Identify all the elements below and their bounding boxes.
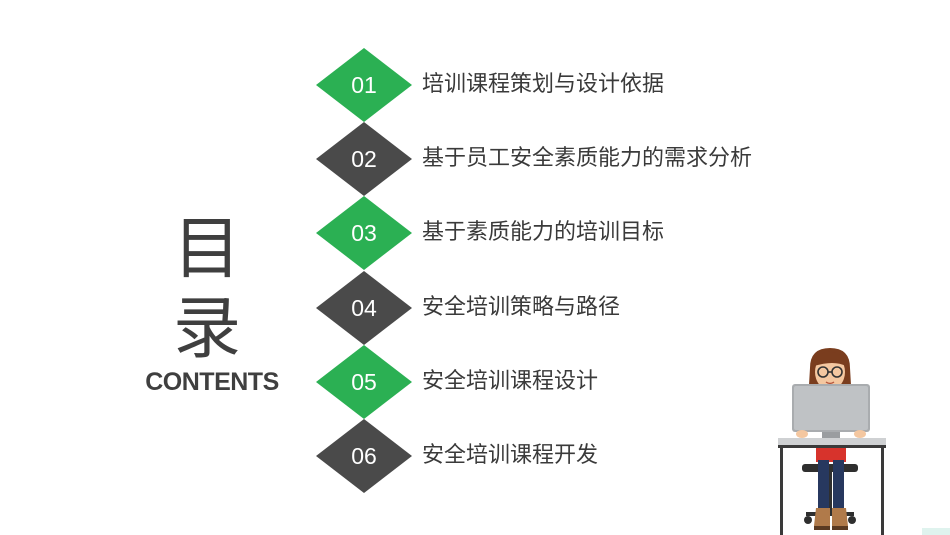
- toc-label: 安全培训课程开发: [422, 443, 599, 468]
- diamond-marker-icon: [316, 345, 412, 419]
- toc-item-05[interactable]: 05 安全培训课程设计: [316, 345, 776, 419]
- toc-number: 05: [351, 369, 377, 395]
- contents-title: 目 录 CONTENTS: [132, 210, 292, 397]
- toc-label: 基于素质能力的培训目标: [422, 220, 665, 245]
- diamond-marker-icon: [316, 196, 412, 270]
- title-chinese: 目 录: [172, 210, 261, 369]
- toc-label: 培训课程策划与设计依据: [422, 72, 665, 97]
- diamond-marker-icon: [316, 419, 412, 493]
- diamond-marker-icon: [316, 122, 412, 196]
- diamond-marker-icon: [316, 271, 412, 345]
- toc-number: 02: [351, 146, 377, 172]
- toc-item-02[interactable]: 02 基于员工安全素质能力的需求分析: [316, 122, 776, 196]
- toc-item-03[interactable]: 03 基于素质能力的培训目标: [316, 196, 776, 270]
- toc-number: 06: [351, 443, 377, 469]
- toc-label: 安全培训课程设计: [422, 369, 599, 394]
- person-at-computer-icon: [778, 348, 950, 535]
- title-english: CONTENTS: [145, 368, 279, 396]
- toc-number: 03: [351, 220, 377, 246]
- toc-item-04[interactable]: 04 安全培训策略与路径: [316, 271, 776, 345]
- toc-label: 安全培训策略与路径: [422, 295, 621, 320]
- toc-number: 04: [351, 295, 377, 321]
- toc-number: 01: [351, 72, 377, 98]
- diamond-marker-icon: [316, 48, 412, 122]
- toc-item-01[interactable]: 01 培训课程策划与设计依据: [316, 48, 776, 122]
- toc-item-06[interactable]: 06 安全培训课程开发: [316, 419, 776, 493]
- toc-label: 基于员工安全素质能力的需求分析: [422, 146, 753, 171]
